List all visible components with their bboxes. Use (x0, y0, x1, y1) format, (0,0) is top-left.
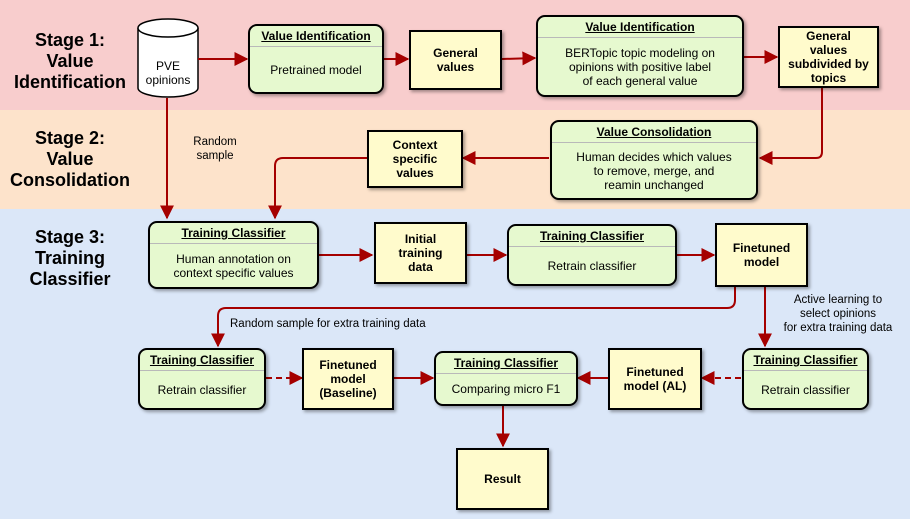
node-line: model (330, 372, 366, 386)
finetuned-model-baseline-node: Finetuned model (Baseline) (302, 348, 394, 410)
arrow-gv-to-vi2 (501, 51, 537, 66)
value-consolidation-node: Value Consolidation Human decides which … (550, 120, 758, 200)
node-line: values (809, 43, 848, 57)
note-line: sample (196, 150, 234, 162)
active-learning-note: Active learning to select opinions for e… (768, 293, 908, 335)
node-body: Retrain classifier (157, 382, 247, 397)
node-line: values (396, 166, 434, 180)
node-line: topics (810, 71, 847, 85)
training-classifier-retrain-al-node: Training Classifier Retrain classifier (742, 348, 869, 410)
node-title: Training Classifier (150, 223, 317, 244)
general-values-node: General values (409, 30, 502, 90)
value-identification-pretrained-node: Value Identification Pretrained model (248, 24, 384, 94)
result-node: Result (456, 448, 549, 510)
node-line: (Baseline) (319, 386, 377, 400)
node-title: Training Classifier (140, 350, 264, 371)
random-sample-extra-note: Random sample for extra training data (230, 318, 426, 330)
node-line: Finetuned (626, 365, 684, 379)
stage-1-line-2: Value (46, 51, 94, 71)
node-body: BERTopic topic modeling on opinions with… (559, 38, 721, 95)
training-classifier-retrain-node: Training Classifier Retrain classifier (507, 224, 677, 286)
node-line: Initial (404, 232, 437, 246)
stage-3-label: Stage 3: Training Classifier (5, 227, 135, 290)
node-line: Result (484, 472, 521, 486)
node-line: subdivided by (788, 57, 869, 71)
node-title: Value Identification (538, 17, 742, 38)
arrow-gvs-to-vc (758, 88, 823, 165)
arrow-fm-to-tc3 (211, 287, 736, 348)
arrow-csv-to-tc1 (268, 157, 367, 220)
node-body: Human decides which values to remove, me… (570, 143, 737, 198)
node-line: Context (392, 138, 438, 152)
pve-opinions-label: PVE opinions (138, 59, 198, 87)
pve-line-2: opinions (145, 73, 191, 87)
node-line: Finetuned (319, 358, 377, 372)
note-line: Random (193, 136, 237, 148)
node-line: specific (392, 152, 438, 166)
stage-1-line-1: Stage 1: (34, 30, 106, 50)
note-line: for extra training data (783, 322, 893, 334)
node-line: to remove, merge, and (593, 163, 715, 178)
node-body: Retrain classifier (761, 382, 850, 397)
finetuned-model-node: Finetuned model (715, 223, 808, 287)
node-line: Human decides which values (576, 149, 732, 164)
node-line: General (433, 46, 478, 60)
node-line: training (398, 246, 443, 260)
finetuned-model-al-node: Finetuned model (AL) (608, 348, 702, 410)
stage-2-line-2: Value (46, 149, 94, 169)
training-classifier-compare-node: Training Classifier Comparing micro F1 (434, 351, 578, 406)
value-identification-bertopic-node: Value Identification BERTopic topic mode… (536, 15, 744, 97)
node-body: Pretrained model (270, 62, 362, 77)
node-body: Retrain classifier (547, 258, 637, 273)
context-specific-values-node: Context specific values (367, 130, 463, 188)
node-title: Value Identification (250, 26, 382, 47)
node-line: model (743, 255, 780, 269)
stage-3-line-2: Training (34, 248, 105, 268)
database-cylinder-icon (137, 18, 199, 98)
stage-2-line-1: Stage 2: (34, 128, 106, 148)
node-line: Finetuned (732, 241, 791, 255)
node-body: Comparing micro F1 (451, 382, 561, 396)
stage-2-line-3: Consolidation (10, 170, 130, 190)
node-title: Training Classifier (744, 350, 867, 371)
node-title: Value Consolidation (552, 122, 756, 143)
stage-3-line-3: Classifier (29, 269, 111, 289)
general-values-subdivided-node: General values subdivided by topics (778, 26, 879, 88)
training-classifier-annotation-node: Training Classifier Human annotation on … (148, 221, 319, 289)
node-line: model (AL) (623, 379, 687, 393)
note-line: select opinions (799, 308, 877, 320)
node-body: Human annotation on context specific val… (167, 244, 299, 287)
training-classifier-retrain-baseline-node: Training Classifier Retrain classifier (138, 348, 266, 410)
note-line: Active learning to (793, 294, 883, 306)
node-line: data (408, 260, 433, 274)
node-line: context specific values (173, 265, 294, 280)
node-line: opinions with positive label (568, 59, 712, 74)
random-sample-note: Random sample (180, 135, 250, 163)
node-line: reamin unchanged (604, 177, 704, 192)
node-line: Human annotation on (176, 251, 291, 266)
node-title: Training Classifier (509, 226, 675, 247)
stage-1-label: Stage 1: Value Identification (5, 30, 135, 93)
node-line: values (436, 60, 475, 74)
stage-2-label: Stage 2: Value Consolidation (5, 128, 135, 191)
initial-training-data-node: Initial training data (374, 222, 467, 284)
node-line: BERTopic topic modeling on (565, 45, 715, 60)
stage-3-line-1: Stage 3: (34, 227, 106, 247)
pve-line-1: PVE (155, 59, 180, 73)
stage-1-line-3: Identification (14, 72, 126, 92)
node-title: Training Classifier (436, 353, 576, 374)
node-line: of each general value (582, 73, 698, 88)
node-line: General (806, 29, 851, 43)
